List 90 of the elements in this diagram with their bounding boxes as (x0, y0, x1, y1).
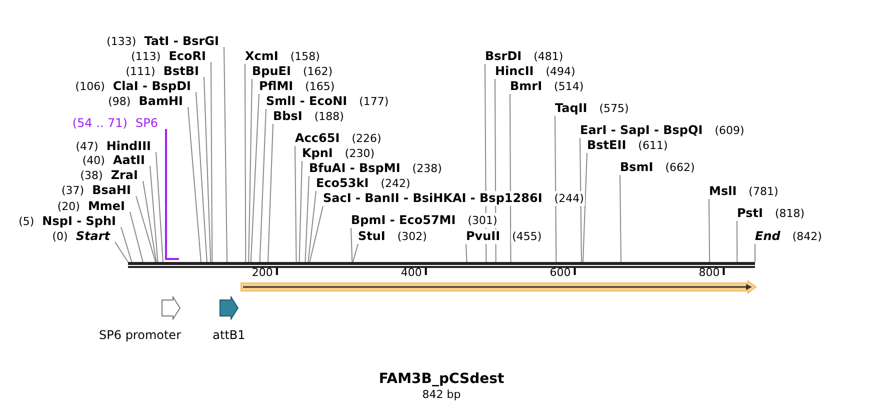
site-position: (301) (466, 213, 498, 228)
leader-line (248, 78, 252, 262)
enzyme-name: BpuEI (251, 64, 292, 79)
leader-line (268, 124, 274, 262)
site-position: (158) (289, 49, 321, 64)
site-position: (842) (791, 229, 823, 244)
site-position: (781) (748, 184, 780, 199)
enzyme-name: StuI (357, 229, 386, 244)
site-position: (177) (358, 94, 390, 109)
site-position: (611) (637, 138, 669, 153)
leader-line (620, 174, 622, 262)
leader-line (120, 226, 132, 262)
primer-position: (54 .. 71) (71, 116, 128, 131)
leader-line (210, 62, 213, 262)
sequence-bar (128, 262, 755, 268)
leader-line (350, 228, 353, 262)
site-position: (481) (532, 49, 564, 64)
scale-label: 400 (400, 266, 422, 279)
enzyme-name: EarI - SapI - BspQI (579, 123, 704, 138)
leader-line (259, 108, 266, 262)
leader-line (308, 190, 316, 262)
map-title: FAM3B_pCSdest (378, 371, 506, 387)
site-position: (38) (79, 168, 104, 183)
leader-line (294, 146, 297, 262)
site-position: (238) (411, 161, 443, 176)
enzyme-name: PvuII (465, 229, 502, 244)
site-position: (494) (544, 64, 576, 79)
feature-name: SP6 promoter (99, 328, 181, 342)
site-position: (162) (302, 64, 334, 79)
enzyme-name: KpnI (301, 146, 334, 161)
leader-line (244, 64, 246, 262)
enzyme-name: TaqII (554, 101, 588, 116)
site-position: (98) (107, 94, 132, 109)
leader-line (466, 244, 468, 262)
feature-name: attB1 (212, 328, 246, 342)
site-position: (20) (56, 199, 81, 214)
leader-line (708, 198, 710, 262)
site-position: (575) (598, 101, 630, 116)
leader-line (580, 138, 582, 262)
leader-line (130, 212, 144, 262)
enzyme-name: BpmI - Eco57MI (350, 213, 457, 228)
scale-label: 600 (550, 266, 571, 279)
site-position: (165) (304, 79, 336, 94)
enzyme-name: SacI - BanII - BsiHKAI - Bsp1286I (322, 191, 544, 206)
leader-line (304, 176, 310, 262)
site-position: (37) (60, 183, 86, 198)
leader-line (582, 152, 588, 262)
site-position: (40) (81, 153, 106, 168)
site-position: (113) (130, 49, 162, 64)
leader-line (114, 242, 128, 262)
site-position: (230) (344, 146, 376, 161)
site-position: (662) (664, 160, 696, 175)
enzyme-name: BfuAI - BspMI (308, 161, 402, 176)
leader-line (510, 94, 512, 262)
leader-line (165, 129, 179, 260)
leader-line (298, 160, 302, 262)
sequence-length: 842 bp (421, 388, 462, 401)
leader-line (156, 152, 164, 262)
leader-line (554, 116, 557, 262)
leader-line (250, 94, 260, 262)
site-position: (455) (511, 229, 543, 244)
enzyme-name: ClaI - BspDI (112, 79, 192, 94)
site-position: (106) (74, 79, 106, 94)
site-position: (0) (51, 229, 69, 244)
leader-line (224, 46, 228, 262)
scale-label: 200 (252, 266, 273, 279)
leader-line (196, 92, 208, 262)
leader-line (309, 206, 324, 262)
site-position: (244) (553, 191, 585, 206)
leader-line (136, 196, 156, 262)
site-position: (5) (18, 214, 36, 229)
site-position: (188) (313, 109, 345, 124)
leader-line (150, 166, 158, 262)
scale-label: 800 (698, 266, 720, 279)
site-position: (226) (350, 131, 382, 146)
site-position: (133) (106, 34, 138, 49)
site-position: (302) (396, 229, 428, 244)
site-position: (111) (124, 64, 156, 79)
leader-line (142, 180, 157, 262)
leader-line (352, 244, 358, 262)
enzyme-name: NspI - SphI (41, 214, 117, 229)
leader-line (204, 76, 212, 262)
leader-line (754, 244, 756, 262)
leader-line (736, 220, 738, 262)
site-position: (47) (74, 139, 100, 154)
site-position: (514) (553, 79, 585, 94)
site-position: (609) (714, 123, 746, 138)
site-position: (818) (774, 206, 806, 221)
leader-line (188, 106, 202, 262)
site-position: (242) (380, 176, 412, 191)
